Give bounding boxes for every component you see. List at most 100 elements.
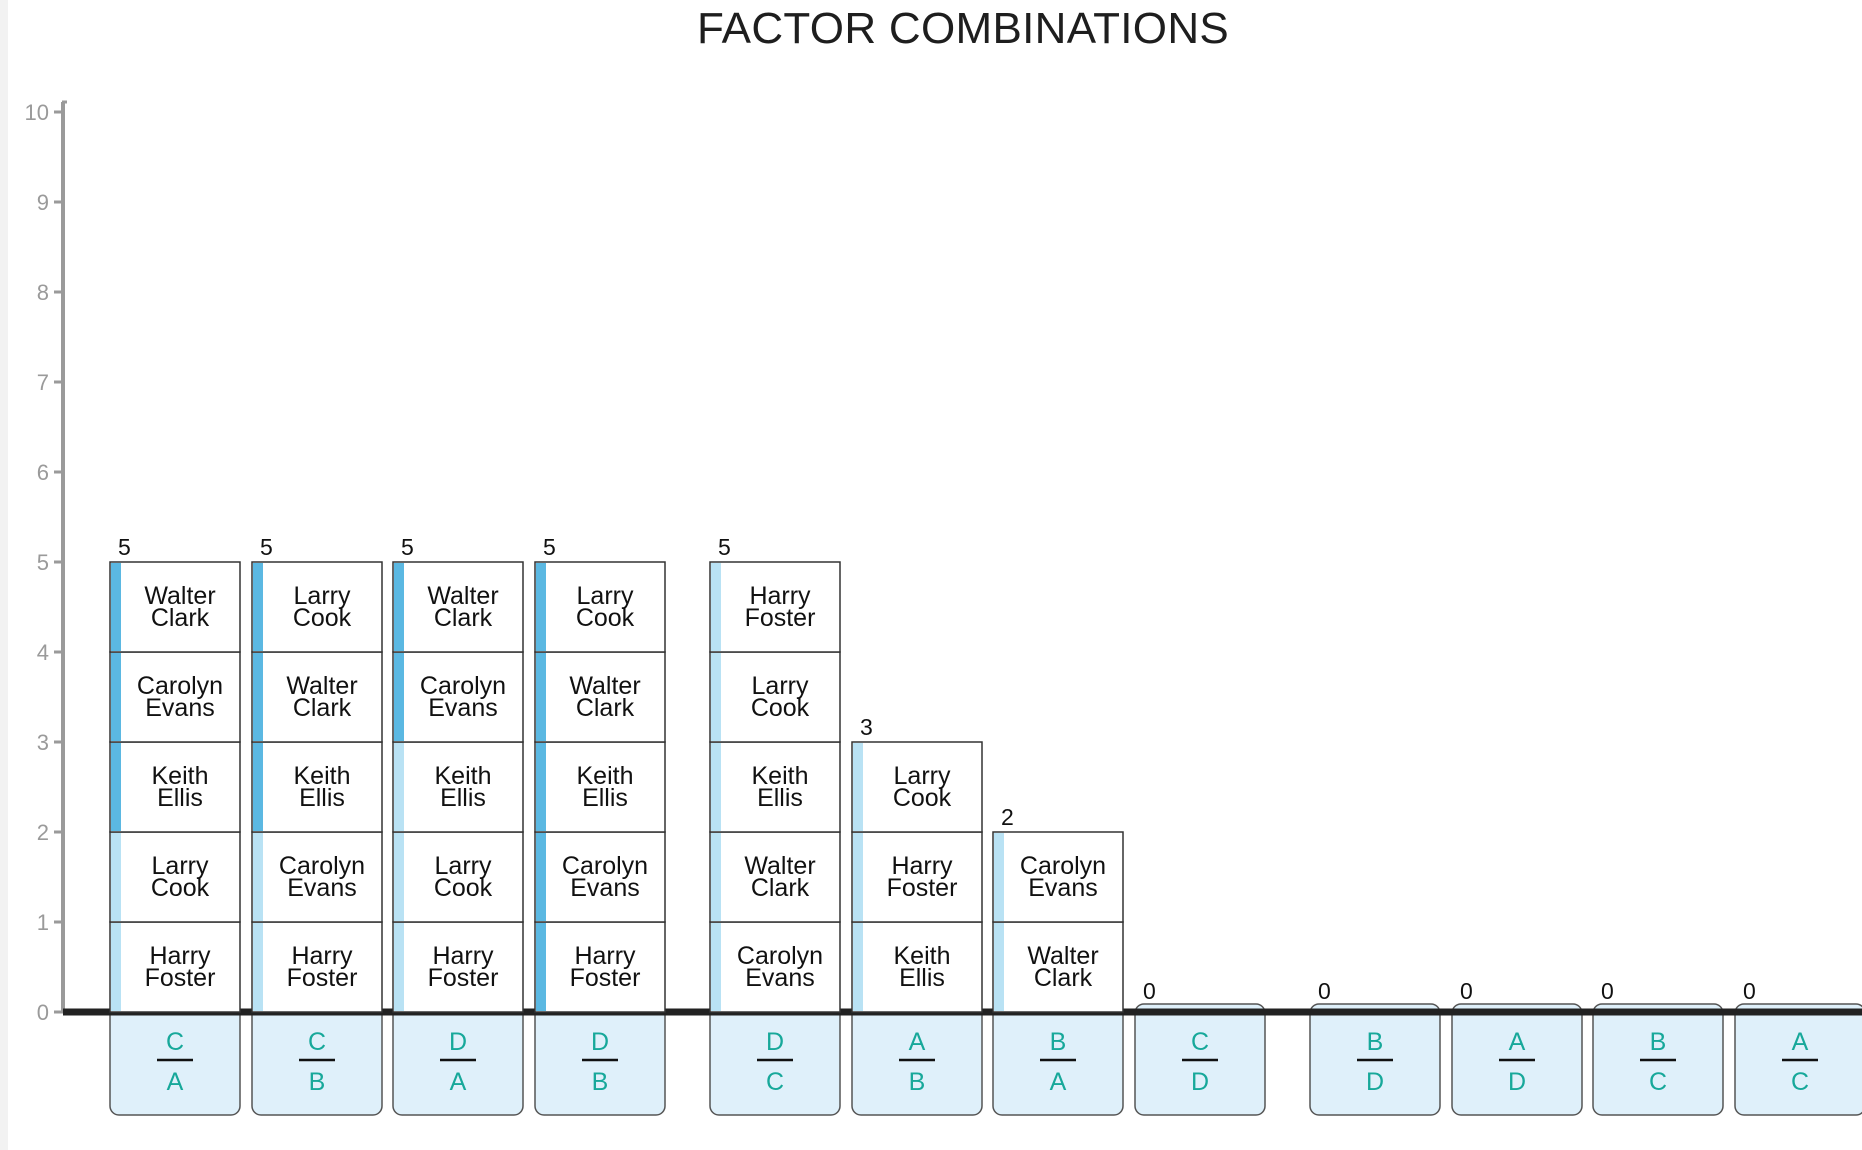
- member-cell-strip: [536, 653, 546, 741]
- member-cell[interactable]: [392, 741, 524, 833]
- factor-label-bottom: B: [309, 1068, 326, 1096]
- member-last-name: Foster: [145, 964, 216, 992]
- member-first-name: Walter: [744, 852, 815, 880]
- left-edge-strip: [0, 0, 8, 1150]
- member-cell[interactable]: [251, 651, 383, 743]
- member-cell[interactable]: [709, 831, 841, 923]
- member-first-name: Larry: [294, 582, 351, 610]
- factor-label-top: B: [1367, 1028, 1384, 1056]
- member-last-name: Evans: [145, 694, 214, 722]
- y-tick-label: 1: [37, 910, 49, 935]
- member-cell[interactable]: [534, 561, 666, 653]
- member-first-name: Keith: [894, 942, 951, 970]
- member-cell[interactable]: [709, 651, 841, 743]
- factor-label-bottom: C: [1649, 1068, 1667, 1096]
- member-cell-strip: [111, 653, 121, 741]
- bar-count-label: 0: [1460, 978, 1473, 1004]
- member-last-name: Clark: [151, 604, 210, 632]
- member-first-name: Larry: [435, 852, 492, 880]
- member-first-name: Walter: [286, 672, 357, 700]
- member-cell[interactable]: [709, 921, 841, 1013]
- member-cell[interactable]: [251, 921, 383, 1013]
- member-cell[interactable]: [534, 651, 666, 743]
- member-cell[interactable]: [534, 921, 666, 1013]
- bar-count-label: 0: [1318, 978, 1331, 1004]
- factor-label-top: B: [1650, 1028, 1667, 1056]
- member-first-name: Harry: [432, 942, 494, 970]
- member-cell-strip: [711, 923, 721, 1011]
- member-cell[interactable]: [534, 741, 666, 833]
- member-first-name: Keith: [752, 762, 809, 790]
- bar-count-label: 5: [718, 534, 731, 560]
- member-cell-strip: [394, 743, 404, 831]
- member-cell-strip: [253, 653, 263, 741]
- member-cell[interactable]: [851, 921, 983, 1013]
- member-cell-strip: [394, 563, 404, 651]
- member-cell[interactable]: [534, 831, 666, 923]
- member-last-name: Foster: [745, 604, 816, 632]
- y-tick-label: 3: [37, 730, 49, 755]
- member-cell[interactable]: [392, 651, 524, 743]
- factor-label-bottom: D: [1508, 1068, 1526, 1096]
- member-first-name: Harry: [291, 942, 353, 970]
- member-last-name: Ellis: [899, 964, 945, 992]
- member-first-name: Walter: [1027, 942, 1098, 970]
- member-last-name: Ellis: [299, 784, 345, 812]
- member-last-name: Evans: [287, 874, 356, 902]
- member-cell[interactable]: [109, 651, 241, 743]
- member-cell[interactable]: [992, 921, 1124, 1013]
- member-cell[interactable]: [251, 831, 383, 923]
- bar-count-label: 0: [1601, 978, 1614, 1004]
- member-first-name: Larry: [752, 672, 809, 700]
- factor-label-top: D: [591, 1028, 609, 1056]
- factor-label-top: D: [449, 1028, 467, 1056]
- member-cell-strip: [711, 653, 721, 741]
- member-last-name: Foster: [287, 964, 358, 992]
- y-tick-label: 7: [37, 370, 49, 395]
- member-cell[interactable]: [109, 921, 241, 1013]
- factor-label-top: A: [909, 1028, 926, 1056]
- member-first-name: Harry: [149, 942, 211, 970]
- member-first-name: Walter: [427, 582, 498, 610]
- y-tick-label: 5: [37, 550, 49, 575]
- y-tick-label: 4: [37, 640, 49, 665]
- member-last-name: Clark: [434, 604, 493, 632]
- member-cell[interactable]: [251, 561, 383, 653]
- member-cell-strip: [536, 923, 546, 1011]
- factor-label-bottom: A: [1050, 1068, 1067, 1096]
- member-cell[interactable]: [992, 831, 1124, 923]
- member-cell[interactable]: [709, 561, 841, 653]
- member-first-name: Keith: [294, 762, 351, 790]
- member-cell-strip: [994, 923, 1004, 1011]
- factor-label-top: C: [1191, 1028, 1209, 1056]
- factor-label-top: A: [1792, 1028, 1809, 1056]
- member-cell[interactable]: [109, 561, 241, 653]
- y-tick-label: 10: [25, 100, 49, 125]
- member-cell-strip: [711, 743, 721, 831]
- member-cell-strip: [394, 923, 404, 1011]
- factor-label-bottom: B: [592, 1068, 609, 1096]
- member-last-name: Clark: [751, 874, 810, 902]
- member-cell[interactable]: [392, 561, 524, 653]
- member-cell[interactable]: [851, 741, 983, 833]
- member-cell[interactable]: [251, 741, 383, 833]
- member-last-name: Clark: [1034, 964, 1093, 992]
- bar-count-label: 3: [860, 714, 873, 740]
- member-last-name: Cook: [434, 874, 493, 902]
- member-first-name: Larry: [577, 582, 634, 610]
- bar-count-label: 5: [260, 534, 273, 560]
- member-cell-strip: [853, 743, 863, 831]
- member-cell[interactable]: [851, 831, 983, 923]
- y-tick-label: 0: [37, 1000, 49, 1025]
- factor-label-bottom: B: [909, 1068, 926, 1096]
- member-last-name: Evans: [570, 874, 639, 902]
- bar-count-label: 5: [401, 534, 414, 560]
- member-cell-strip: [853, 923, 863, 1011]
- member-cell-strip: [253, 833, 263, 921]
- member-cell[interactable]: [709, 741, 841, 833]
- member-cell-strip: [253, 743, 263, 831]
- member-cell[interactable]: [109, 831, 241, 923]
- member-cell-strip: [111, 563, 121, 651]
- member-cell-strip: [536, 833, 546, 921]
- bar-count-label: 5: [543, 534, 556, 560]
